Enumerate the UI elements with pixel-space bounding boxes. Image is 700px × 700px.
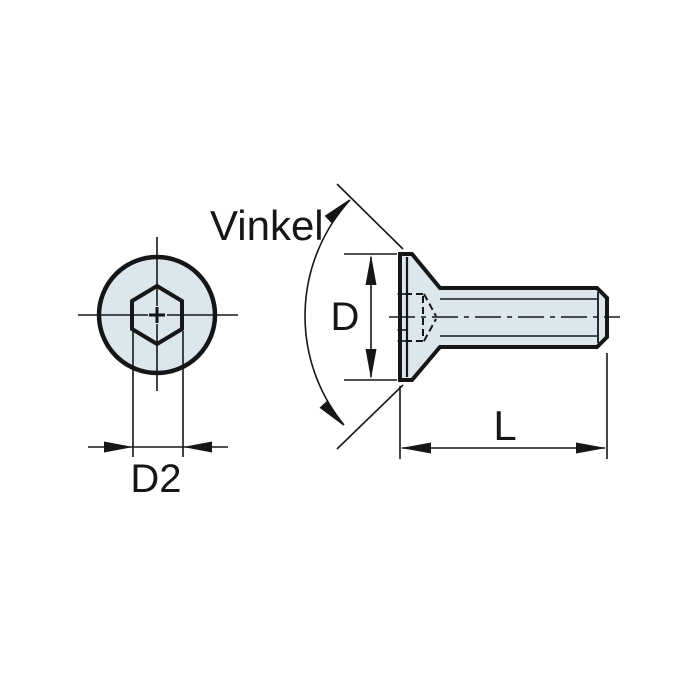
angle-arc: [304, 199, 351, 426]
angle-arrow-bottom: [319, 400, 344, 426]
dimension-label-d: D: [331, 295, 360, 339]
dimension-angle: Vinkel: [210, 183, 404, 450]
front-view: [78, 237, 238, 457]
screw-body-outline: [398, 252, 609, 382]
d2-arrow-right: [183, 441, 212, 453]
angle-extension-line-top: [336, 183, 404, 250]
angle-arrow-top: [324, 199, 350, 224]
socket-hidden-cone-bottom: [423, 318, 437, 342]
crosshair: [78, 237, 238, 391]
d-arrow-down: [365, 349, 377, 379]
d-arrow-up: [365, 255, 377, 285]
dimension-d2: D2: [88, 441, 228, 501]
side-view: [389, 252, 620, 382]
hex-socket: [130, 283, 184, 347]
socket-hidden-cone-top: [423, 293, 437, 317]
l-arrow-left: [401, 442, 431, 454]
dimension-label-l: L: [493, 402, 516, 449]
hidden-socket-lines: [405, 293, 437, 342]
angle-extension-line-bottom: [336, 384, 404, 450]
dimension-label-angle: Vinkel: [210, 202, 324, 249]
dimension-label-d2: D2: [130, 457, 181, 501]
dimension-d: D: [331, 253, 397, 381]
d2-arrow-left: [104, 441, 133, 453]
dimension-l: L: [399, 353, 608, 459]
center-mark: [149, 307, 165, 323]
l-arrow-right: [576, 442, 606, 454]
